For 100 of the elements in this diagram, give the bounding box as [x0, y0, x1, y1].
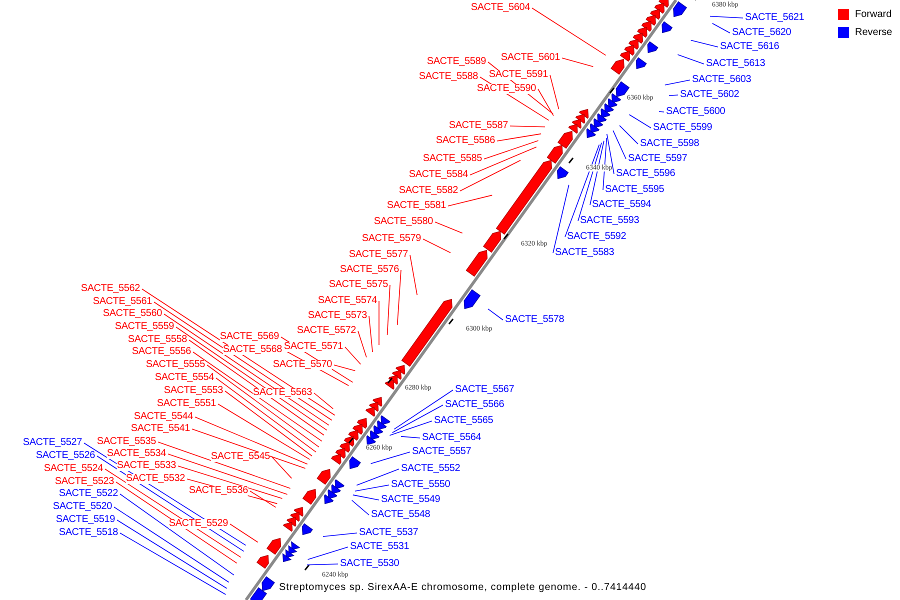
- gene-label: SACTE_5550: [391, 480, 450, 490]
- gene-label: SACTE_5526: [36, 451, 95, 461]
- leader-line: [510, 126, 546, 128]
- leader-line: [484, 140, 539, 160]
- leader-line: [386, 284, 390, 336]
- gene-label: SACTE_5557: [412, 447, 472, 457]
- gene-label: SACTE_5593: [580, 216, 640, 226]
- leader-line: [664, 80, 690, 86]
- leader-line: [488, 308, 504, 320]
- leader-line: [710, 16, 744, 18]
- gene-label: SACTE_5541: [130, 424, 190, 434]
- gene-label: SACTE_5613: [706, 59, 766, 69]
- gene-label: SACTE_5535: [96, 437, 156, 447]
- gene-label: SACTE_5549: [381, 495, 440, 505]
- leader-line: [176, 326, 328, 431]
- leader-line: [612, 130, 626, 160]
- leader-line: [334, 364, 356, 372]
- gene-label: SACTE_5571: [284, 342, 343, 352]
- gene-label: SACTE_5559: [114, 322, 174, 332]
- gene-label: SACTE_5572: [296, 326, 356, 336]
- gene-label: SACTE_5583: [555, 248, 614, 258]
- leader-line: [216, 378, 316, 452]
- leader-line: [188, 340, 324, 436]
- leader-line: [120, 494, 234, 576]
- gene-label: SACTE_5523: [54, 477, 114, 487]
- leader-line: [619, 125, 638, 144]
- gene-label: SACTE_5580: [374, 217, 433, 227]
- leader-line: [178, 466, 283, 499]
- gene-label: SACTE_5527: [22, 438, 82, 448]
- gene-label: SACTE_5584: [408, 170, 468, 180]
- gene-label: SACTE_5596: [616, 169, 676, 179]
- gene-label: SACTE_5578: [505, 315, 564, 325]
- gene-label: SACTE_5581: [386, 201, 446, 211]
- gene-label: SACTE_5577: [348, 250, 408, 260]
- leader-line: [116, 482, 238, 564]
- leader-line: [230, 524, 258, 543]
- leader-line: [434, 222, 463, 234]
- gene-label: SACTE_5567: [455, 385, 514, 395]
- leader-line: [192, 352, 322, 442]
- gene-label: SACTE_5519: [56, 515, 115, 525]
- leader-line: [306, 564, 338, 566]
- leader-line: [114, 506, 230, 583]
- gene-label: SACTE_5586: [436, 136, 495, 146]
- leader-line: [496, 133, 542, 142]
- leader-line: [410, 254, 418, 296]
- leader-line: [668, 94, 678, 96]
- leader-line: [206, 364, 320, 448]
- gene-label: SACTE_5594: [592, 200, 652, 210]
- leader-line: [394, 390, 454, 430]
- gene-label: SACTE_5563: [252, 388, 312, 398]
- leader-line: [116, 520, 228, 589]
- leader-line: [400, 436, 420, 438]
- leader-line: [368, 316, 373, 352]
- gene-label: SACTE_5588: [418, 72, 478, 82]
- leader-line: [120, 532, 226, 595]
- leader-line: [538, 88, 554, 116]
- gene-label: SACTE_5520: [52, 502, 112, 512]
- leader-line: [578, 142, 602, 222]
- gene-label: SACTE_5587: [448, 121, 508, 131]
- leader-line: [164, 314, 330, 426]
- leader-line: [354, 484, 390, 492]
- gene-label: SACTE_5534: [106, 449, 166, 459]
- gene-label: SACTE_5530: [340, 559, 400, 569]
- gene-label: SACTE_5565: [434, 416, 494, 426]
- gene-label: SACTE_5590: [476, 84, 536, 94]
- gene-label: SACTE_5573: [308, 311, 367, 321]
- gene-label: SACTE_5601: [500, 53, 560, 63]
- leader-line: [690, 40, 718, 48]
- leader-line: [606, 134, 614, 174]
- gene-label: SACTE_5558: [128, 335, 187, 345]
- gene-label: SACTE_5566: [445, 400, 504, 410]
- gene-label: SACTE_5600: [666, 107, 726, 117]
- gene-label: SACTE_5582: [398, 186, 458, 196]
- gene-label: SACTE_5564: [422, 433, 482, 443]
- leader-line: [448, 194, 493, 206]
- gene-label: SACTE_5569: [220, 332, 279, 342]
- gene-label: SACTE_5620: [732, 28, 792, 38]
- leader-line: [168, 454, 288, 495]
- leader-line: [351, 500, 370, 516]
- gene-label: SACTE_5552: [401, 464, 460, 474]
- gene-label: SACTE_5599: [653, 123, 712, 133]
- leader-line: [344, 346, 362, 365]
- gene-label: SACTE_5598: [640, 139, 700, 149]
- leader-line: [460, 160, 521, 192]
- gene-label: SACTE_5532: [126, 474, 185, 484]
- gene-label: SACTE_5621: [745, 13, 804, 23]
- gene-label: SACTE_5575: [328, 280, 388, 290]
- leader-line: [470, 146, 537, 176]
- leader-line: [422, 238, 451, 254]
- gene-label: SACTE_5548: [371, 510, 430, 520]
- gene-label: SACTE_5518: [58, 528, 118, 538]
- leader-line: [358, 330, 367, 358]
- gene-label: SACTE_5589: [426, 57, 486, 67]
- gene-label: SACTE_5544: [134, 412, 193, 422]
- gene-label: SACTE_5585: [422, 154, 482, 164]
- leader-line: [396, 270, 402, 326]
- leader-line: [104, 468, 242, 558]
- gene-label: SACTE_5562: [80, 284, 140, 294]
- gene-label: SACTE_5533: [116, 461, 176, 471]
- gene-label: SACTE_5576: [340, 265, 399, 275]
